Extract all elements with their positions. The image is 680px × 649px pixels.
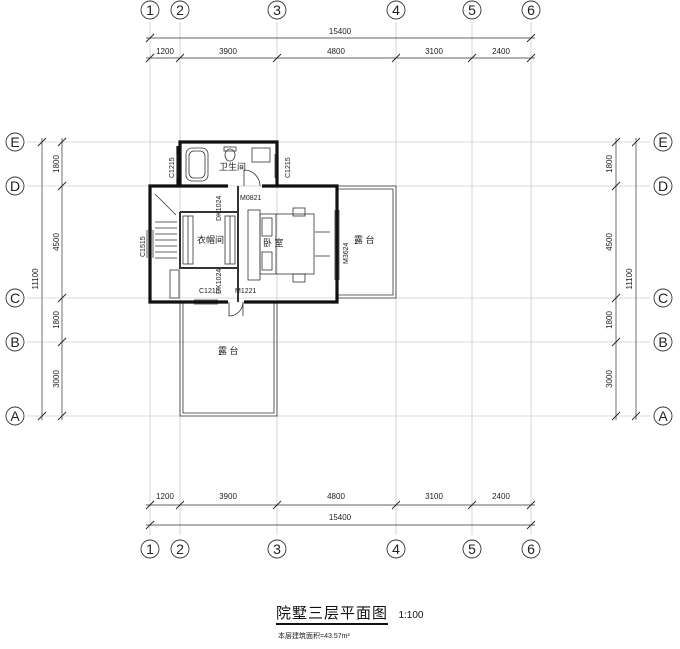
dim-bottom-seg-1: 1200 (156, 492, 174, 501)
dim-right-seg-1: 1800 (605, 155, 614, 173)
room-label-closet: 衣帽间 (197, 234, 224, 245)
axis-col-5-top: 5 (468, 2, 476, 18)
dim-bottom-total: 15400 (329, 513, 352, 522)
dim-bottom-seg-5: 2400 (492, 492, 510, 501)
room-label-south-terrace: 露 台 (218, 345, 239, 356)
axis-row-C-right: C (658, 290, 668, 306)
floor-plan-drawing: 15400 1200 3900 4800 3100 2400 1200 3900… (5, 0, 673, 559)
opening-c1215-left: C1215 (169, 157, 176, 178)
bottom-dimensions: 1200 3900 4800 3100 2400 15400 (145, 492, 536, 530)
axis-row-A-left: A (10, 408, 20, 424)
axis-col-4-bottom: 4 (392, 541, 400, 557)
dim-right-seg-4: 3000 (605, 370, 614, 388)
axis-col-1-bottom: 1 (146, 541, 154, 557)
opening-m3624: M3624 (343, 242, 350, 264)
drawing-scale: 1:100 (398, 610, 424, 621)
opening-m0821: M0821 (240, 195, 262, 202)
bedroom-furniture (247, 207, 330, 283)
opening-dk1024-bottom: DK1024 (216, 269, 223, 294)
dim-left-seg-2: 4500 (52, 233, 61, 251)
windows (146, 154, 340, 305)
axis-col-3-top: 3 (273, 2, 281, 18)
dim-top-seg-4: 3100 (425, 47, 443, 56)
row-axis-markers-left: E D C B A (5, 132, 25, 426)
dim-top-seg-1: 1200 (156, 47, 174, 56)
south-terrace (179, 302, 278, 417)
dim-right-seg-3: 1800 (605, 311, 614, 329)
axis-row-D-left: D (10, 178, 20, 194)
interior-walls (179, 186, 239, 302)
dim-bottom-seg-3: 4800 (327, 492, 345, 501)
floor-area-note: 本层建筑面积=43.57m² (278, 633, 350, 640)
dim-left-seg-3: 1800 (52, 311, 61, 329)
dim-bottom-seg-4: 3100 (425, 492, 443, 501)
axis-col-2-top: 2 (176, 2, 184, 18)
axis-col-6-bottom: 6 (527, 541, 535, 557)
axis-row-B-left: B (10, 334, 19, 350)
opening-dk1024-top: DK1024 (216, 196, 223, 221)
opening-c1215-right: C1215 (285, 157, 292, 178)
dim-right-seg-2: 4500 (605, 233, 614, 251)
column-axis-markers-bottom: 1 2 3 4 5 6 (140, 539, 541, 559)
closet-fixtures (182, 215, 236, 265)
room-label-bathroom: 卫生间 (219, 161, 246, 172)
axis-col-5-bottom: 5 (468, 541, 476, 557)
dim-left-total: 11100 (31, 268, 40, 290)
axis-col-3-bottom: 3 (273, 541, 281, 557)
axis-row-D-right: D (658, 178, 668, 194)
bathroom-fixtures (185, 146, 271, 182)
axis-row-B-right: B (658, 334, 667, 350)
drawing-title: 院墅三层平面图 1:100 (276, 602, 424, 625)
axis-col-1-top: 1 (146, 2, 154, 18)
dim-left-seg-1: 1800 (52, 155, 61, 173)
bedroom-entry-door (228, 301, 244, 317)
opening-c1515: C1515 (140, 236, 147, 257)
left-dimensions: 11100 1800 4500 1800 3000 (31, 137, 67, 421)
axis-row-C-left: C (10, 290, 20, 306)
axis-col-2-bottom: 2 (176, 541, 184, 557)
axis-row-A-right: A (658, 408, 668, 424)
axis-col-6-top: 6 (527, 2, 535, 18)
dim-top-seg-2: 3900 (219, 47, 237, 56)
axis-row-E-left: E (10, 134, 19, 150)
axis-col-4-top: 4 (392, 2, 400, 18)
top-dimensions: 15400 1200 3900 4800 3100 2400 (145, 27, 536, 63)
opening-c1215-bottom: C1215 (199, 288, 220, 295)
room-label-east-terrace: 露 台 (354, 234, 375, 245)
stair (154, 193, 180, 299)
axis-row-E-right: E (658, 134, 667, 150)
dim-top-seg-3: 4800 (327, 47, 345, 56)
dim-top-total: 15400 (329, 27, 352, 36)
column-axis-markers-top: 1 2 3 4 5 6 (140, 0, 541, 20)
exterior-walls (148, 140, 339, 304)
east-terrace (337, 185, 397, 299)
right-dimensions: 1800 4500 1800 3000 11100 (605, 137, 641, 421)
dim-bottom-seg-2: 3900 (219, 492, 237, 501)
row-axis-markers-right: E D C B A (653, 132, 673, 426)
opening-m1221: M1221 (235, 288, 257, 295)
dim-right-total: 11100 (625, 268, 634, 290)
drawing-title-text: 院墅三层平面图 (276, 605, 389, 625)
dim-left-seg-4: 3000 (52, 370, 61, 388)
dim-top-seg-5: 2400 (492, 47, 510, 56)
room-label-bedroom: 卧 室 (263, 237, 284, 248)
bathroom-door (243, 169, 261, 187)
